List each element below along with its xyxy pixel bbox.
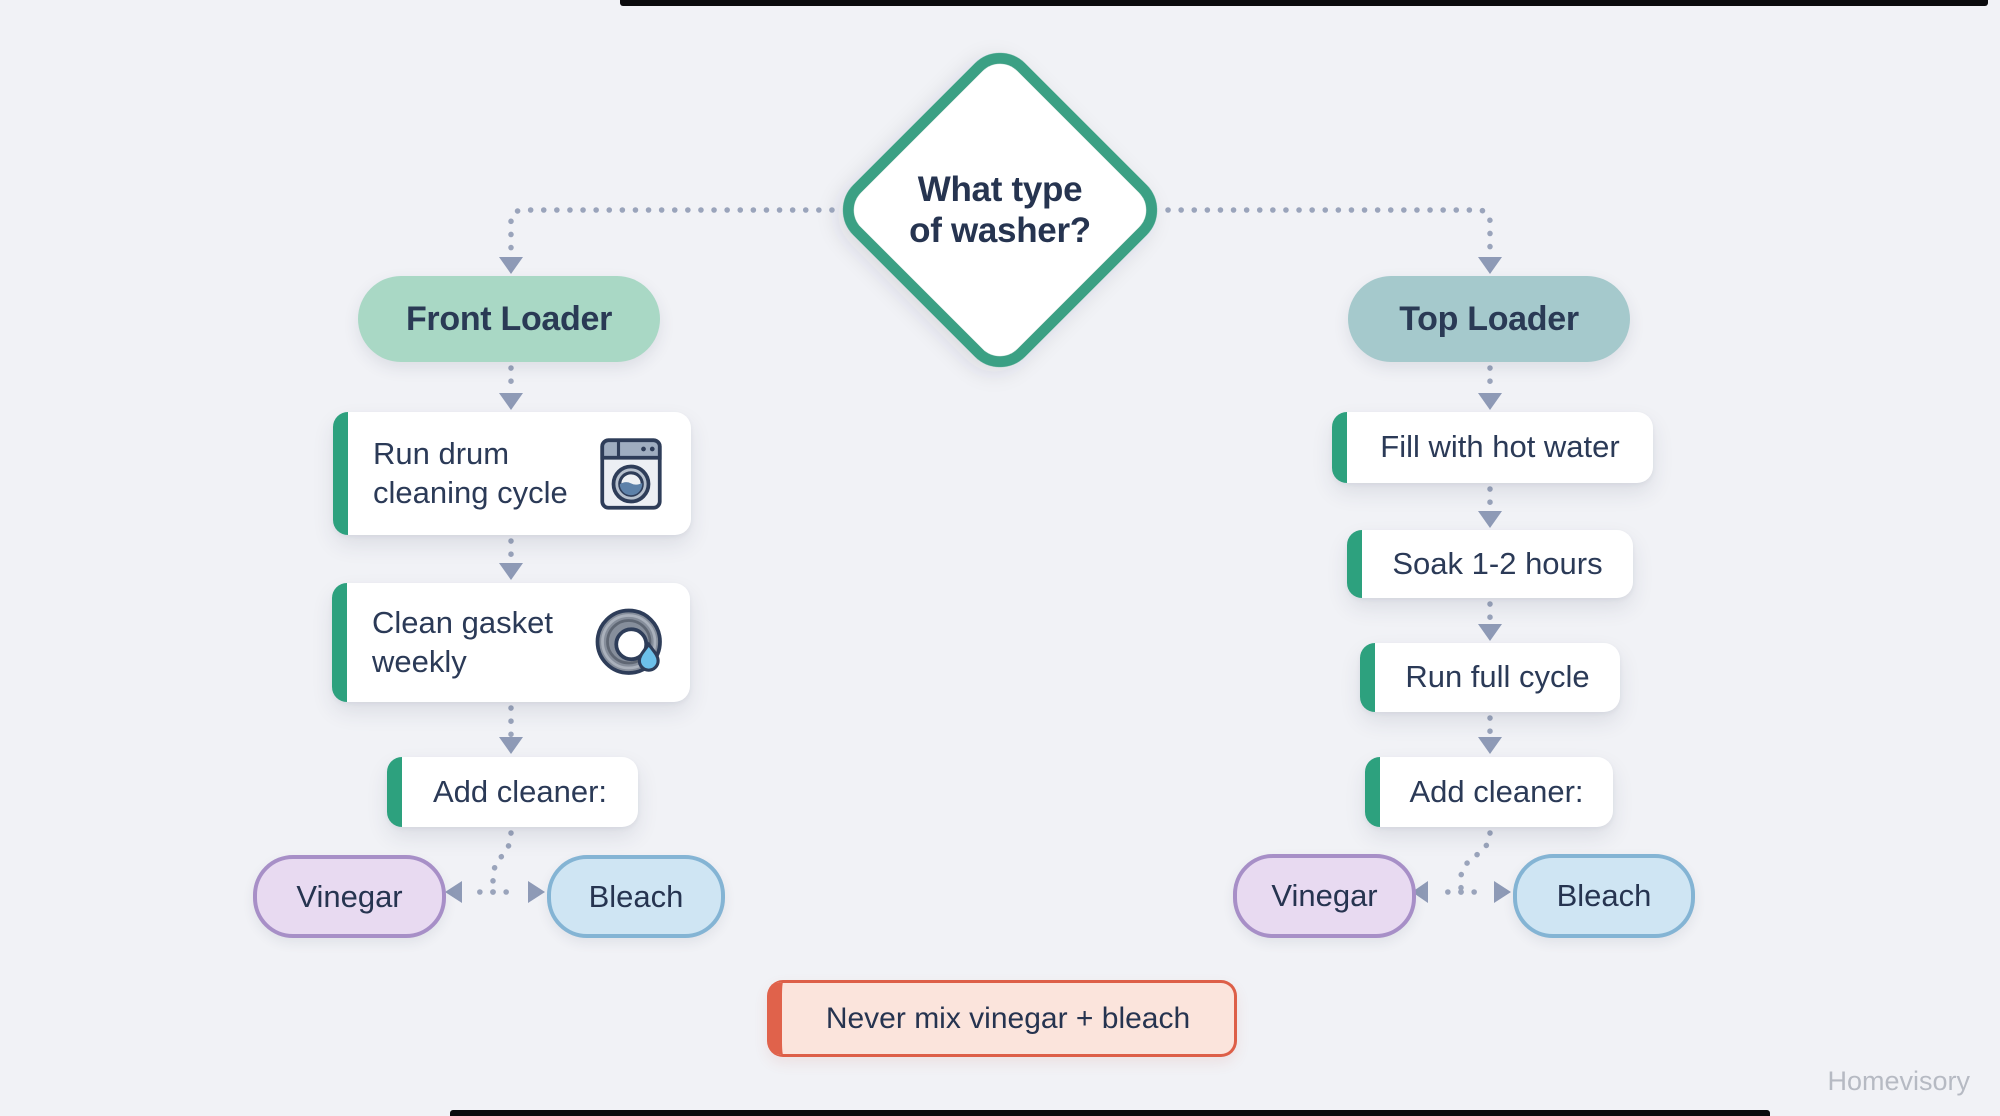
warning-label: Never mix vinegar + bleach xyxy=(825,1001,1191,1035)
step-run-drum-cleaning-cycle: Run drum cleaning cycle xyxy=(333,412,691,535)
accent-bar xyxy=(1347,530,1362,598)
decision-label: What type of washer? xyxy=(909,169,1091,250)
top-loader-label: Top Loader xyxy=(1399,299,1579,338)
accent-bar xyxy=(332,583,347,702)
branch-front-loader: Front Loader xyxy=(358,276,660,362)
step-label: Add cleaner: xyxy=(1409,773,1584,809)
step-label: Clean gasket weekly xyxy=(372,604,553,679)
step-label: Run full cycle xyxy=(1405,659,1590,695)
warning-callout: Never mix vinegar + bleach xyxy=(767,980,1237,1057)
step-label: Soak 1-2 hours xyxy=(1392,545,1603,581)
accent-bar xyxy=(333,412,348,535)
watermark-homevisory: Homevisory xyxy=(1827,1066,1970,1096)
bleach-label: Bleach xyxy=(588,878,684,914)
gasket-ring-drop-icon xyxy=(595,608,662,675)
front-loader-label: Front Loader xyxy=(405,299,613,338)
step-add-cleaner-left: Add cleaner: xyxy=(387,757,638,827)
step-label: Fill with hot water xyxy=(1380,429,1620,465)
option-vinegar-left: Vinegar xyxy=(253,855,446,938)
letterbox-top xyxy=(620,0,1988,6)
step-label: Add cleaner: xyxy=(432,773,608,809)
letterbox-bottom xyxy=(450,1110,1770,1116)
step-run-full-cycle: Run full cycle xyxy=(1360,643,1620,712)
accent-bar xyxy=(1365,757,1380,827)
step-fill-with-hot-water: Fill with hot water xyxy=(1332,412,1653,483)
accent-bar xyxy=(1332,412,1347,483)
step-label: Run drum cleaning cycle xyxy=(373,435,568,510)
step-soak-1-2-hours: Soak 1-2 hours xyxy=(1347,530,1633,598)
step-clean-gasket-weekly: Clean gasket weekly xyxy=(332,583,690,702)
accent-bar xyxy=(1360,643,1375,712)
option-bleach-left: Bleach xyxy=(547,855,725,938)
option-vinegar-right: Vinegar xyxy=(1233,854,1416,938)
branch-top-loader: Top Loader xyxy=(1348,276,1630,362)
vinegar-label: Vinegar xyxy=(296,878,403,914)
vinegar-label: Vinegar xyxy=(1271,878,1378,913)
accent-bar xyxy=(387,757,402,827)
step-add-cleaner-right: Add cleaner: xyxy=(1365,757,1613,827)
bleach-label: Bleach xyxy=(1556,878,1652,913)
option-bleach-right: Bleach xyxy=(1513,854,1695,938)
washing-machine-icon xyxy=(600,437,662,510)
